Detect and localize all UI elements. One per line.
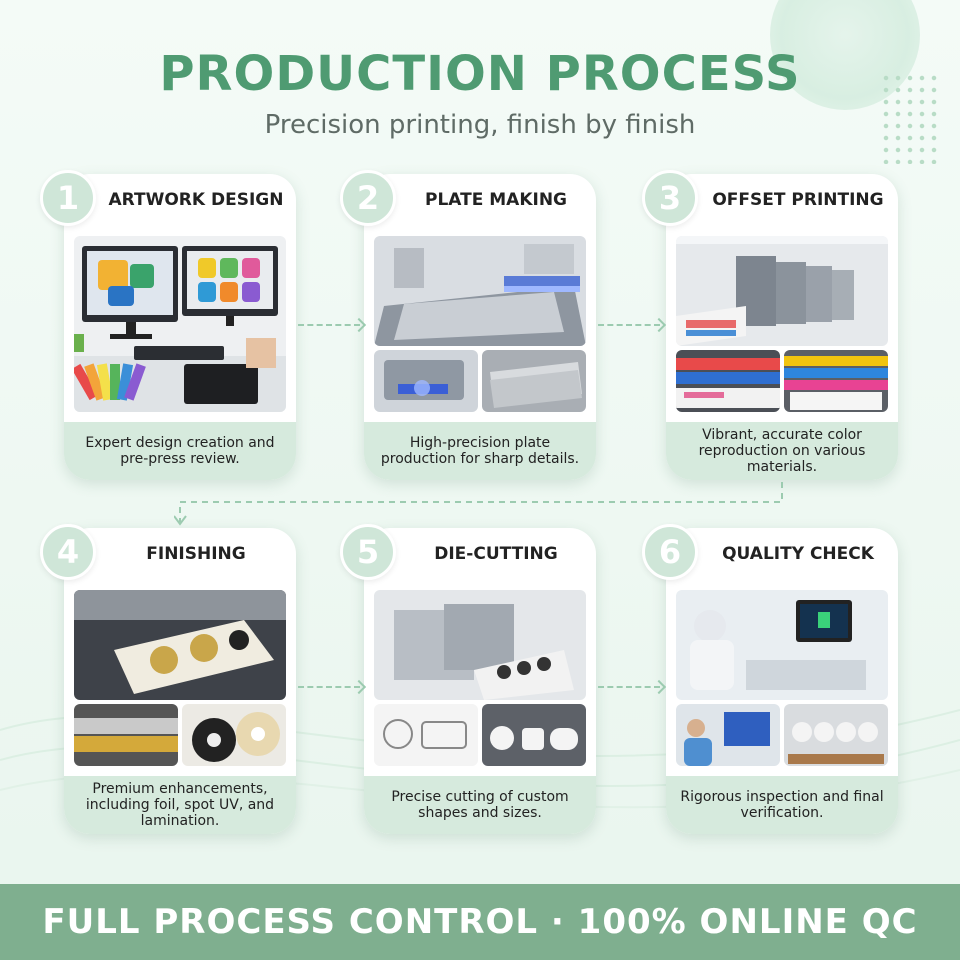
step-number-badge: 5 (340, 524, 396, 580)
design-workstation-photo (74, 236, 286, 412)
step-number-badge: 3 (642, 170, 698, 226)
step-description: Expert design creation and pre-press rev… (64, 422, 296, 480)
footer-banner: FULL PROCESS CONTROL · 100% ONLINE QC (0, 884, 960, 960)
plate-machine-photo (374, 350, 478, 412)
finished-rolls-photo (784, 704, 888, 766)
step-title: DIE-CUTTING (434, 544, 558, 564)
step-title: QUALITY CHECK (722, 544, 874, 564)
step-number-badge: 6 (642, 524, 698, 580)
cut-sheet-photo (374, 704, 478, 766)
step-title: OFFSET PRINTING (712, 190, 884, 210)
printed-sheets-photo (784, 350, 888, 412)
step-description: High-precision plate production for shar… (364, 422, 596, 480)
connector-arrow-1-2 (298, 324, 360, 326)
step-card-finishing: 4 FINISHING (40, 524, 296, 834)
operator-inspection-photo (676, 704, 780, 766)
cut-shapes-photo (482, 704, 586, 766)
step-number-badge: 1 (40, 170, 96, 226)
step-card-plate-making: 2 PLATE MAKING (340, 170, 596, 480)
decorative-dot-grid (880, 72, 942, 164)
connector-arrow-3-4 (174, 482, 783, 526)
step-title: PLATE MAKING (424, 190, 567, 210)
step-card-quality-check: 6 QUALITY CHECK (642, 524, 898, 834)
die-cutter-photo (374, 590, 586, 700)
step-card-offset-printing: 3 OFFSET PRINTING (642, 170, 898, 480)
label-rolls-photo (182, 704, 286, 766)
ink-rollers-photo (676, 350, 780, 412)
connector-arrow-5-6 (598, 686, 660, 688)
step-title: ARTWORK DESIGN (108, 190, 284, 210)
page-title: PRODUCTION PROCESS (159, 46, 801, 102)
step-title: FINISHING (146, 544, 246, 564)
connector-arrow-4-5 (298, 686, 360, 688)
step-description: Vibrant, accurate color reproduction on … (666, 422, 898, 480)
plate-exposure-photo (374, 236, 586, 346)
step-description: Rigorous inspection and final verificati… (666, 776, 898, 834)
metal-plates-photo (482, 350, 586, 412)
inspection-lab-photo (676, 590, 888, 700)
step-description: Precise cutting of custom shapes and siz… (364, 776, 596, 834)
connector-arrow-2-3 (598, 324, 660, 326)
foil-finishing-photo (74, 590, 286, 700)
step-card-die-cutting: 5 DIE-CUTTING (340, 524, 596, 834)
offset-press-photo (676, 236, 888, 346)
page-subtitle: Precision printing, finish by finish (264, 110, 696, 140)
step-description: Premium enhancements, including foil, sp… (64, 776, 296, 834)
step-number-badge: 2 (340, 170, 396, 226)
step-card-artwork-design: 1 ARTWORK DESIGN (40, 170, 296, 480)
step-number-badge: 4 (40, 524, 96, 580)
foil-rolls-photo (74, 704, 178, 766)
